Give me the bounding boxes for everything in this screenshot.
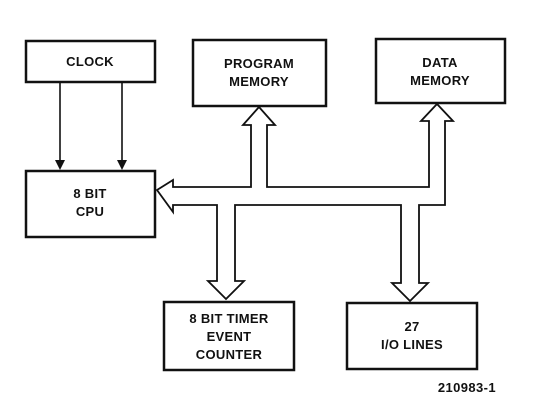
- data-memory-box: [374, 37, 507, 105]
- timer-block: 8 BIT TIMER EVENT COUNTER: [162, 300, 296, 372]
- program-memory-label-line1: PROGRAM: [224, 56, 294, 71]
- data-memory-label-line1: DATA: [422, 55, 458, 70]
- clock-block: CLOCK: [24, 39, 157, 84]
- program-memory-label-line2: MEMORY: [229, 74, 289, 89]
- io-block: 27 I/O LINES: [345, 301, 479, 371]
- timer-label-line2: EVENT: [207, 329, 252, 344]
- system-bus: [155, 102, 456, 303]
- cpu-label-line2: CPU: [76, 204, 104, 219]
- program-memory-block: PROGRAM MEMORY: [191, 38, 328, 108]
- io-label-line2: I/O LINES: [381, 337, 443, 352]
- timer-box: [162, 300, 296, 372]
- clock-arrow-right: [117, 160, 127, 170]
- clock-arrow-left: [55, 160, 65, 170]
- data-memory-block: DATA MEMORY: [374, 37, 507, 105]
- io-label-line1: 27: [404, 319, 419, 334]
- data-memory-label-line2: MEMORY: [410, 73, 470, 88]
- timer-label-line3: COUNTER: [196, 347, 263, 362]
- clock-label: CLOCK: [66, 54, 114, 69]
- program-memory-box: [191, 38, 328, 108]
- io-box: [345, 301, 479, 371]
- clock-signal-lines: [55, 82, 127, 170]
- figure-id: 210983-1: [438, 380, 496, 395]
- timer-label-line1: 8 BIT TIMER: [189, 311, 268, 326]
- cpu-block: 8 BIT CPU: [24, 169, 157, 239]
- cpu-label-line1: 8 BIT: [73, 186, 106, 201]
- clock-box: [24, 39, 157, 84]
- cpu-box: [24, 169, 157, 239]
